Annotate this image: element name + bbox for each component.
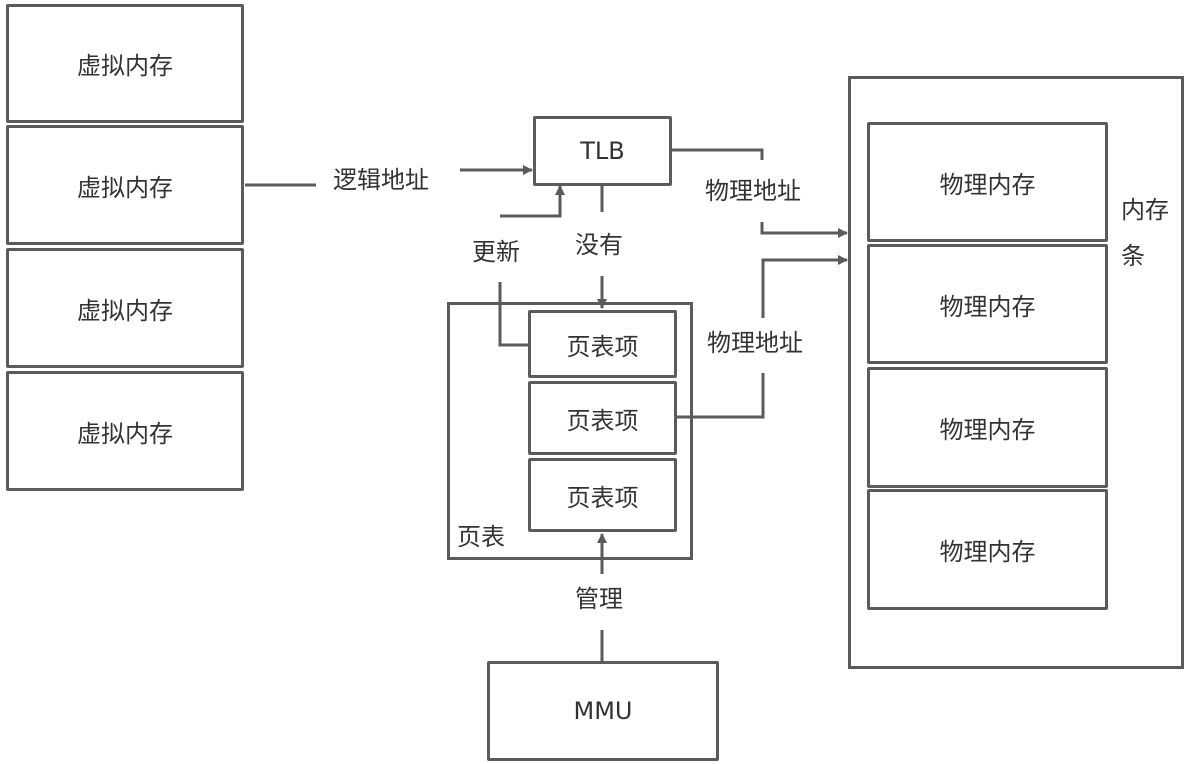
memory-stick-label-line2: 条 [1121, 242, 1145, 270]
mmu-box: MMU [487, 661, 719, 761]
page-table-frame [447, 302, 693, 560]
virtual-memory-block-4: 虚拟内存 [6, 371, 244, 491]
virtual-memory-block-2: 虚拟内存 [6, 125, 244, 245]
edge-label-update: 更新 [472, 238, 520, 266]
edge-label-logical-address: 逻辑地址 [333, 166, 429, 194]
virtual-memory-block-3: 虚拟内存 [6, 248, 244, 368]
edge-physical-top-to-memory [760, 222, 848, 238]
physical-memory-block-2: 物理内存 [867, 244, 1108, 364]
physical-memory-block-1: 物理内存 [867, 122, 1108, 242]
physical-memory-block-4: 物理内存 [867, 489, 1108, 610]
edge-physical-bottom-to-memory [761, 255, 848, 318]
edge-label-physical-address-top: 物理地址 [705, 177, 801, 205]
edge-label-miss: 没有 [575, 231, 623, 259]
page-table-entry-2: 页表项 [528, 381, 677, 455]
virtual-memory-block-1: 虚拟内存 [6, 4, 244, 123]
edge-label-manage: 管理 [575, 585, 623, 613]
edge-tlb-to-physical [672, 148, 764, 160]
memory-stick-frame [848, 76, 1184, 669]
edge-update-to-tlb [500, 185, 565, 218]
page-table-entry-1: 页表项 [528, 310, 677, 378]
edge-entry-to-physical [677, 373, 765, 419]
memory-stick-label-line1: 内存 [1121, 196, 1169, 224]
page-table-entry-3: 页表项 [528, 458, 677, 532]
page-table-label: 页表 [457, 523, 505, 551]
physical-memory-block-3: 物理内存 [867, 367, 1108, 488]
edge-label-physical-address-bottom: 物理地址 [707, 329, 803, 357]
tlb-box: TLB [533, 116, 672, 186]
